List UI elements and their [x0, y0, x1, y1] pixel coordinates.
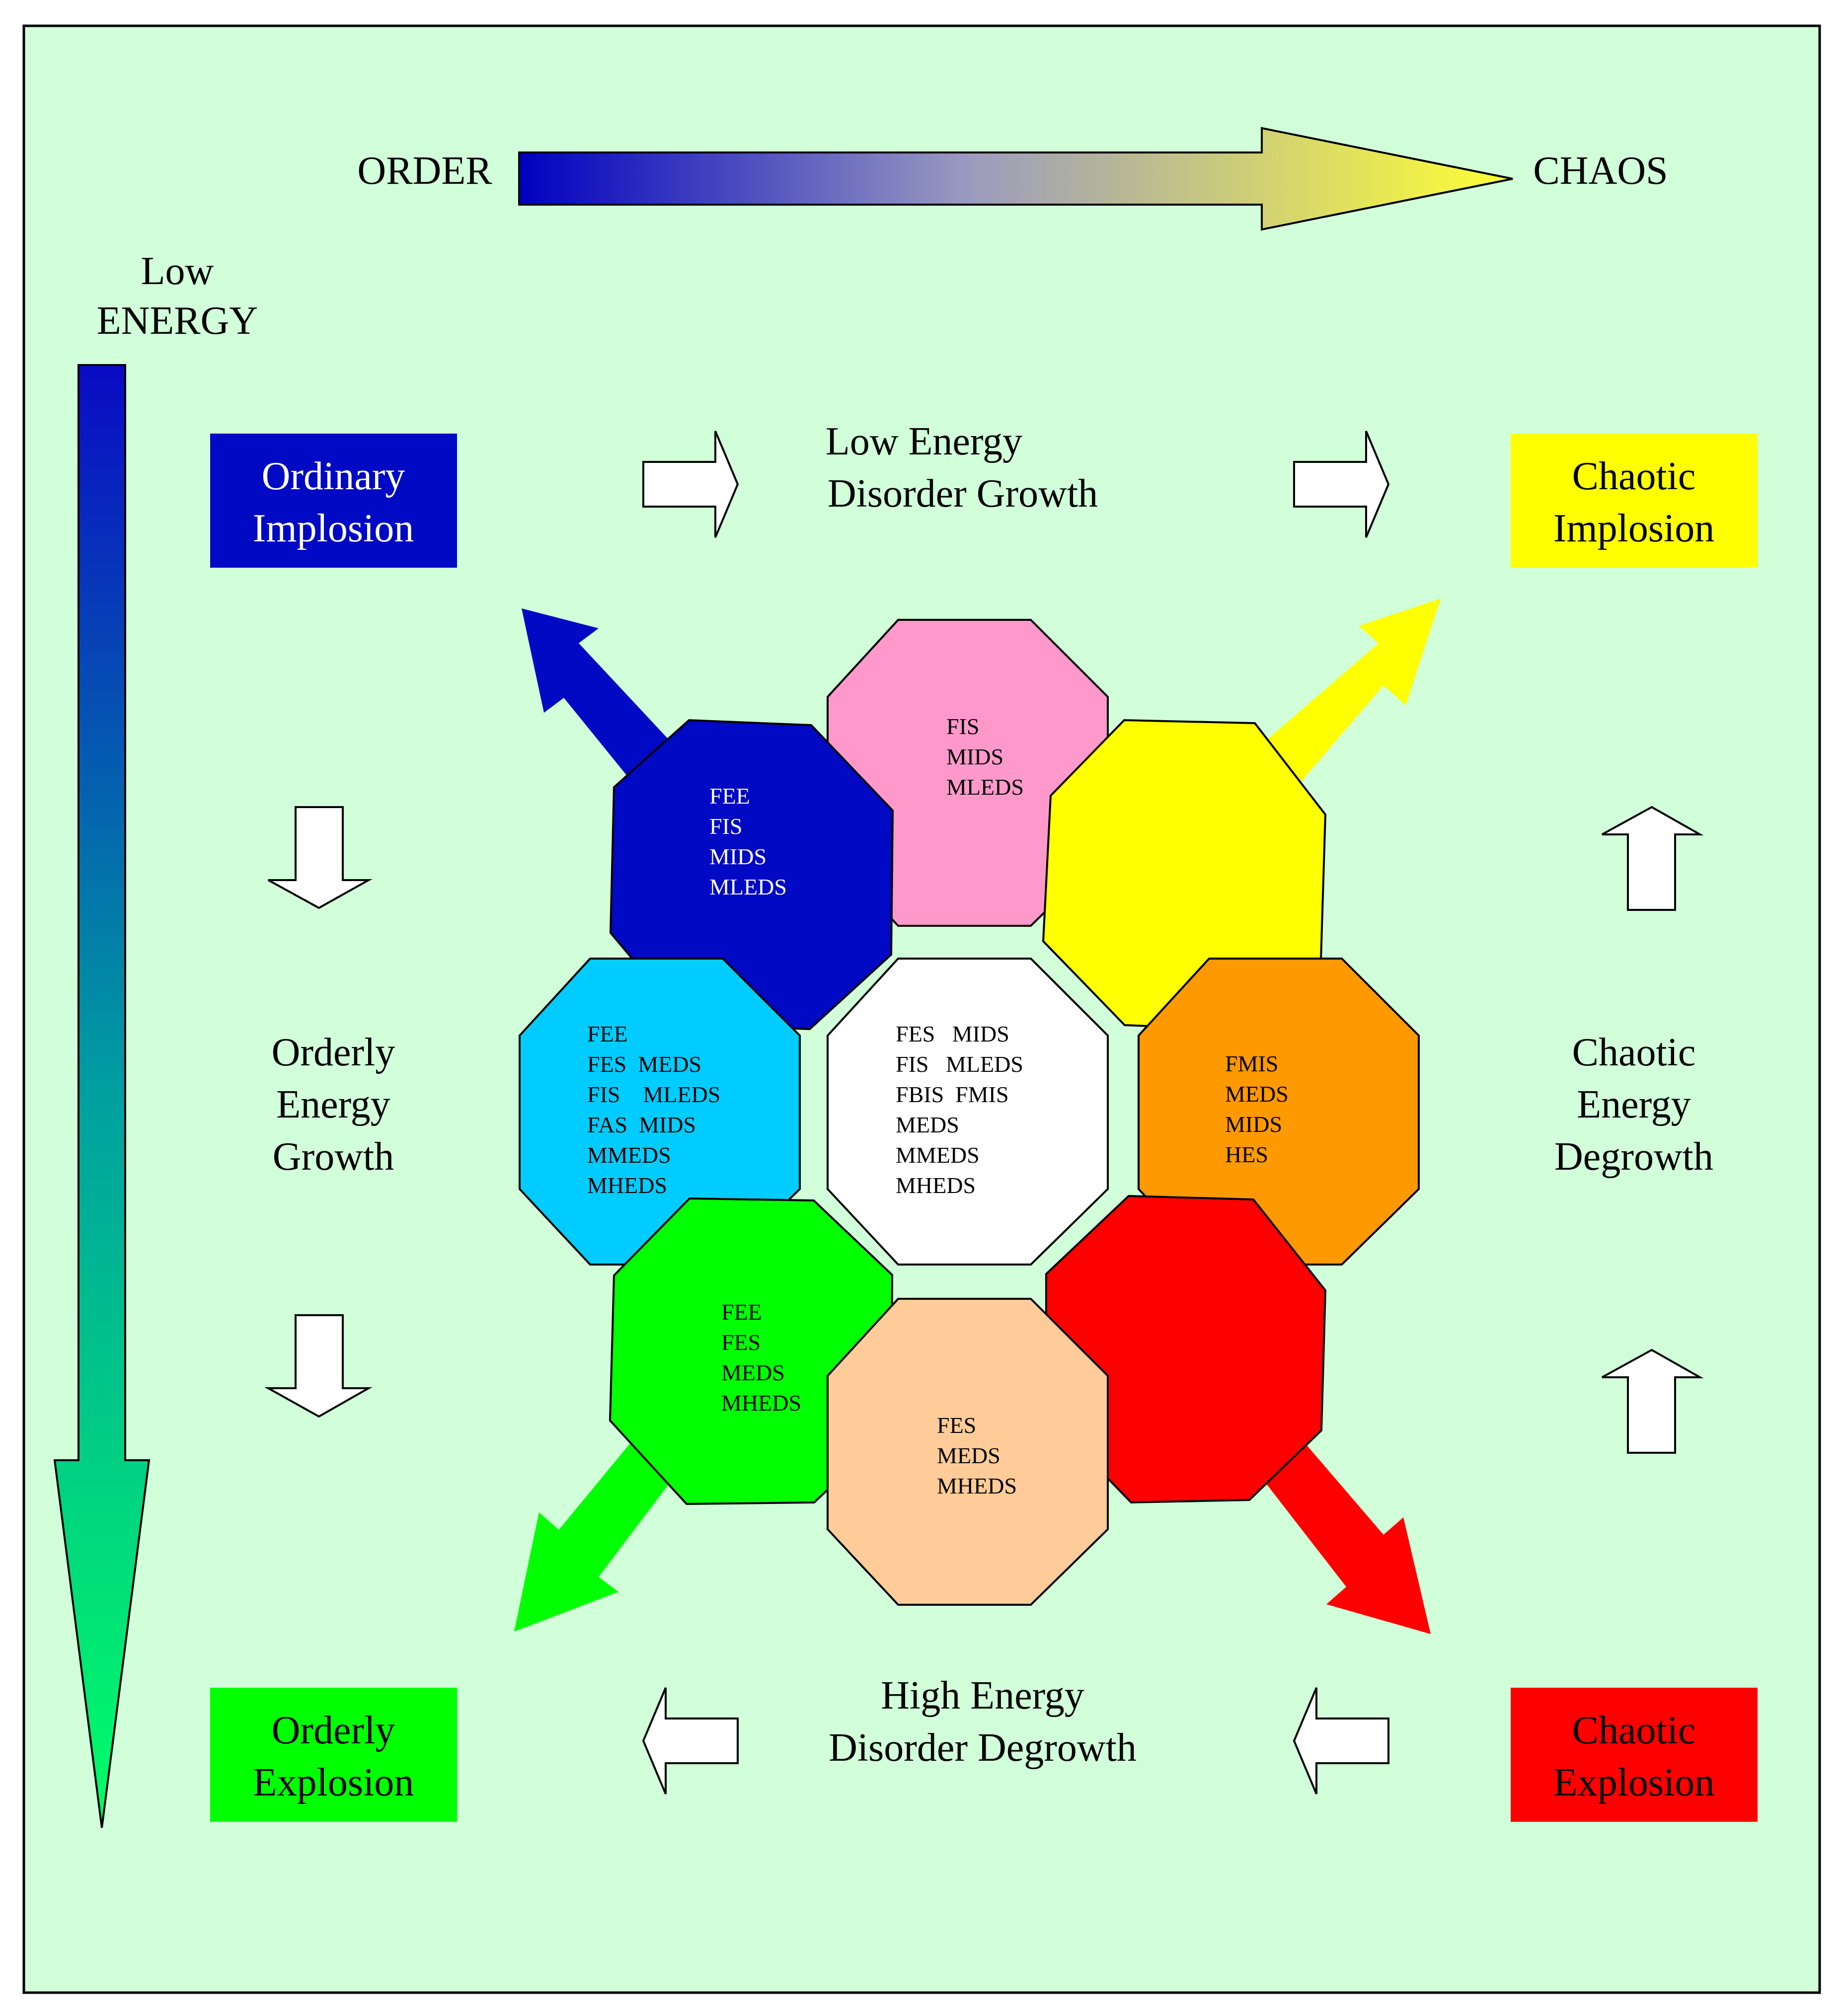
bottom-transition-line2: Disorder Degrowth — [829, 1726, 1137, 1770]
octagon-left-line: FEE — [587, 1021, 628, 1046]
chaos-label: CHAOS — [1533, 149, 1668, 193]
octagon-left-line: FES MEDS — [587, 1051, 701, 1077]
octagon-left-line: MMEDS — [587, 1142, 671, 1168]
right-transition-line1: Chaotic — [1572, 1031, 1696, 1074]
octagon-left-line: FIS MLEDS — [587, 1082, 720, 1107]
octagon-top-line: FIS — [946, 714, 979, 739]
octagon-left-text: FEE FES MEDS FIS MLEDS FAS MIDS MMEDS MHEDS — [587, 1021, 720, 1198]
octagon-bottom-left — [609, 1197, 894, 1505]
bottom-left-arrow-2 — [1293, 1687, 1389, 1794]
octagon-center-line: MHEDS — [896, 1173, 976, 1198]
diagonal-arrow-yellow — [1249, 598, 1441, 790]
octagon-top-left — [609, 719, 894, 1031]
octagon-top-left-text: FEE FIS MIDS MLEDS — [709, 783, 787, 899]
octagon-left-line: MHEDS — [587, 1173, 667, 1198]
octagon-bottom-left-line: FEE — [721, 1299, 762, 1325]
octagon-bottom-line: FES — [937, 1413, 976, 1438]
ordinary-implosion-line2: Implosion — [253, 507, 414, 550]
octagon-center-text: FES MIDS FIS MLEDS FBIS FMIS MEDS MMEDS MHEDS — [896, 1021, 1023, 1198]
right-transition-line2: Energy — [1577, 1083, 1691, 1126]
octagon-top-left-line: FIS — [709, 814, 742, 839]
diagonal-arrow-green — [514, 1430, 683, 1632]
ordinary-implosion-line1: Ordinary — [262, 454, 405, 498]
octagon-bottom-line: MHEDS — [937, 1473, 1017, 1498]
bottom-transition-line1: High Energy — [881, 1674, 1084, 1717]
octagon-right-line: MEDS — [1225, 1081, 1289, 1107]
octagon-center-line: MEDS — [896, 1112, 959, 1137]
chaotic-explosion-line2: Explosion — [1553, 1761, 1714, 1804]
top-right-arrow-2 — [1293, 431, 1390, 538]
octagon-top-left-line: MLEDS — [709, 874, 787, 899]
octagon-right-line: FMIS — [1225, 1051, 1278, 1076]
energy-axis-arrow — [53, 364, 151, 1828]
orderly-explosion-line1: Orderly — [272, 1709, 395, 1752]
octagon-top-line: MLEDS — [946, 774, 1024, 800]
octagon-right-text: FMIS MEDS MIDS HES — [1225, 1051, 1289, 1167]
octagon-bottom-text: FES MEDS MHEDS — [937, 1413, 1017, 1498]
octagon-bottom-left-line: MEDS — [721, 1360, 785, 1385]
octagon-right — [1138, 958, 1420, 1266]
octagon-center-line: FBIS FMIS — [896, 1082, 1009, 1107]
chaotic-explosion-line1: Chaotic — [1572, 1709, 1696, 1752]
octagon-center — [827, 958, 1109, 1266]
octagon-bottom-left-text: FEE FES MEDS MHEDS — [721, 1299, 801, 1416]
octagon-bottom-line: MEDS — [937, 1443, 1000, 1468]
right-up-arrow-2 — [1602, 1348, 1704, 1454]
diagonal-arrow-blue — [522, 608, 683, 790]
top-transition-line2: Disorder Growth — [828, 472, 1098, 516]
orderly-explosion-line2: Explosion — [253, 1761, 414, 1804]
octagon-bottom — [827, 1298, 1109, 1606]
octagon-right-line: MIDS — [1225, 1112, 1282, 1137]
orderly-explosion-box: Orderly Explosion — [210, 1688, 457, 1822]
octagon-center-line: FIS MLEDS — [896, 1051, 1023, 1077]
octagon-right-line: HES — [1225, 1142, 1268, 1167]
energy-label: ENERGY — [97, 299, 258, 343]
octagon-top-text: FIS MIDS MLEDS — [946, 714, 1024, 800]
order-chaos-axis-arrow — [518, 127, 1513, 231]
chaotic-implosion-box: Chaotic Implosion — [1511, 434, 1758, 568]
ordinary-implosion-box: Ordinary Implosion — [210, 434, 457, 568]
octagon-bottom-left-line: FES — [721, 1330, 761, 1355]
right-up-arrow-1 — [1602, 806, 1704, 911]
left-transition-line1: Orderly — [272, 1031, 395, 1074]
octagon-center-line: FES MIDS — [896, 1021, 1009, 1046]
octagon-top-left-line: FEE — [709, 783, 750, 809]
energy-low-label: Low — [141, 249, 214, 293]
octagon-bottom-left-line: MHEDS — [721, 1390, 801, 1416]
octagon-top-line: MIDS — [946, 744, 1003, 769]
left-down-arrow-2 — [264, 1314, 373, 1418]
top-transition-line1: Low Energy — [826, 420, 1022, 463]
left-transition-line2: Energy — [276, 1083, 390, 1126]
bottom-left-arrow-1 — [642, 1687, 739, 1794]
chaotic-implosion-line2: Implosion — [1553, 507, 1714, 550]
order-label: ORDER — [357, 149, 492, 193]
top-right-arrow-1 — [642, 431, 739, 538]
right-transition-line3: Degrowth — [1554, 1135, 1713, 1179]
chaotic-implosion-line1: Chaotic — [1572, 454, 1696, 498]
octagon-center-line: MMEDS — [896, 1142, 980, 1168]
left-transition-line3: Growth — [273, 1135, 394, 1179]
diagonal-arrow-red — [1252, 1430, 1431, 1634]
chaotic-explosion-box: Chaotic Explosion — [1511, 1688, 1758, 1822]
octagon-left-line: FAS MIDS — [587, 1112, 696, 1137]
octagon-top-left-line: MIDS — [709, 844, 767, 869]
left-down-arrow-1 — [268, 806, 373, 909]
